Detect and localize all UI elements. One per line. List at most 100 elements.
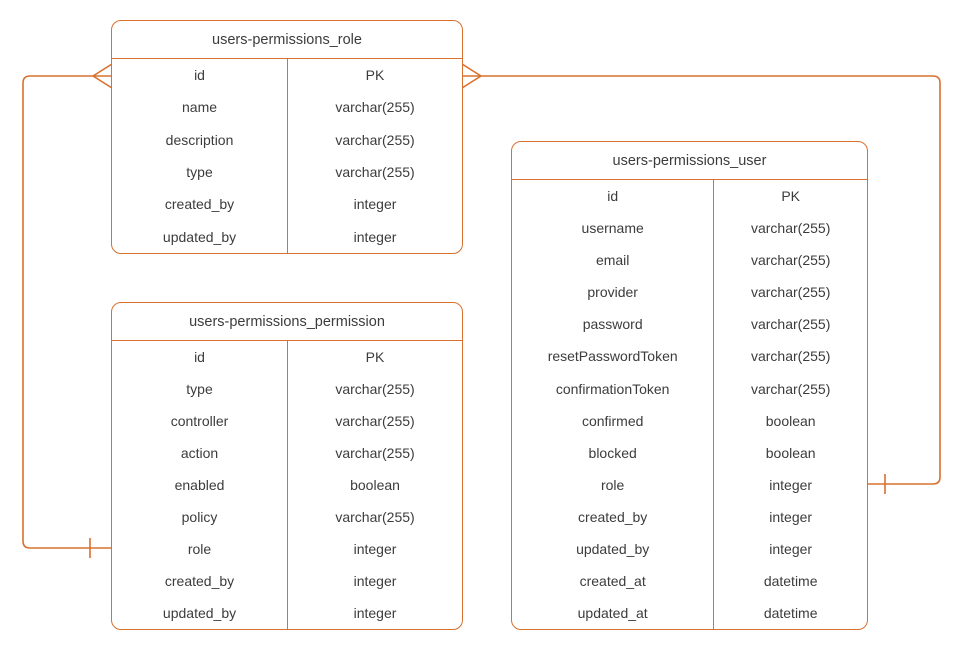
field-type: PK	[781, 188, 801, 205]
role-id-crowsfoot-many-icon	[92, 63, 113, 89]
table-row: updated_by integer	[512, 532, 867, 565]
field-type: varchar(255)	[750, 380, 831, 397]
field-type: varchar(255)	[750, 348, 831, 365]
field-type: datetime	[763, 572, 818, 589]
table-row: username varchar(255)	[512, 212, 867, 245]
field-name: username	[512, 212, 715, 245]
field-name: id	[112, 59, 289, 92]
table-row: role integer	[112, 533, 462, 565]
relationship-role-permission	[22, 63, 113, 558]
table-row: confirmed boolean	[512, 404, 867, 437]
field-name: updated_by	[112, 220, 289, 253]
field-name: action	[112, 437, 289, 469]
field-type: varchar(255)	[750, 316, 831, 333]
field-name: blocked	[512, 436, 715, 469]
table-row: created_by integer	[112, 188, 462, 221]
field-name: created_at	[512, 564, 715, 598]
field-name: created_by	[512, 500, 715, 533]
entity-title: users-permissions_permission	[112, 303, 462, 341]
field-type: varchar(255)	[335, 99, 415, 116]
entity-users-permissions-permission: users-permissions_permission id PK type var…	[111, 302, 463, 630]
field-type: PK	[365, 67, 385, 84]
field-name: role	[512, 468, 715, 501]
role-permission-connector-line	[22, 75, 112, 549]
table-row: updated_by integer	[112, 220, 462, 253]
field-type: varchar(255)	[335, 413, 415, 429]
field-type: integer	[769, 540, 813, 557]
field-type: boolean	[765, 412, 816, 429]
field-name: password	[512, 308, 715, 341]
table-row: updated_by integer	[112, 597, 462, 629]
table-row: provider varchar(255)	[512, 276, 867, 309]
relationship-role-user	[461, 63, 941, 494]
table-row: controller varchar(255)	[112, 405, 462, 437]
field-type: integer	[353, 196, 397, 213]
entity-title: users-permissions_role	[112, 21, 462, 59]
field-name: confirmationToken	[512, 372, 715, 405]
field-name: name	[112, 91, 289, 124]
table-row: email varchar(255)	[512, 244, 867, 277]
field-name: provider	[512, 276, 715, 309]
field-type: integer	[769, 508, 813, 525]
field-type: boolean	[350, 477, 400, 493]
field-name: controller	[112, 405, 289, 437]
field-name: description	[112, 123, 289, 156]
field-type: integer	[769, 476, 813, 493]
table-row: id PK	[112, 341, 462, 373]
table-row: updated_at datetime	[512, 597, 867, 630]
role-id-crowsfoot-many-icon	[461, 63, 482, 89]
field-type: PK	[365, 349, 385, 365]
table-row: resetPasswordToken varchar(255)	[512, 340, 867, 373]
table-row: confirmationToken varchar(255)	[512, 372, 867, 405]
field-name: created_by	[112, 565, 289, 597]
field-name: type	[112, 373, 289, 405]
table-row: blocked boolean	[512, 436, 867, 469]
table-row: id PK	[512, 180, 867, 213]
entity-field-list: id PK username varchar(255) email varchar(255…	[512, 180, 867, 630]
field-type: integer	[353, 228, 397, 245]
table-row: password varchar(255)	[512, 308, 867, 341]
field-name: updated_by	[112, 597, 289, 629]
field-type: varchar(255)	[335, 445, 415, 461]
field-type: varchar(255)	[335, 381, 415, 397]
field-name: updated_at	[512, 597, 715, 630]
field-type: varchar(255)	[750, 252, 831, 269]
field-name: id	[112, 341, 289, 373]
table-row: created_at datetime	[512, 564, 867, 598]
field-type: varchar(255)	[750, 220, 831, 237]
field-name: type	[112, 155, 289, 189]
table-row: type varchar(255)	[112, 155, 462, 189]
table-row: type varchar(255)	[112, 373, 462, 405]
field-name: confirmed	[512, 404, 715, 437]
field-name: role	[112, 533, 289, 565]
field-name: id	[512, 180, 715, 213]
field-name: updated_by	[512, 532, 715, 565]
field-name: policy	[112, 501, 289, 533]
table-row: role integer	[512, 468, 867, 501]
field-type: boolean	[765, 444, 816, 461]
table-row: name varchar(255)	[112, 91, 462, 124]
table-row: action varchar(255)	[112, 437, 462, 469]
field-type: varchar(255)	[335, 509, 415, 525]
field-type: integer	[353, 541, 397, 557]
field-name: resetPasswordToken	[512, 340, 715, 373]
field-type: varchar(255)	[335, 131, 415, 148]
field-type: integer	[353, 573, 397, 589]
field-type: varchar(255)	[750, 284, 831, 301]
field-type: varchar(255)	[335, 164, 415, 181]
role-user-connector-line	[462, 75, 941, 485]
field-type: integer	[353, 605, 397, 621]
table-row: created_by integer	[112, 565, 462, 597]
table-row: id PK	[112, 59, 462, 92]
field-name: created_by	[112, 188, 289, 221]
table-row: policy varchar(255)	[112, 501, 462, 533]
entity-field-list: id PK type varchar(255) controller varchar(25…	[112, 341, 462, 629]
entity-field-list: id PK name varchar(255) description varchar(2…	[112, 59, 462, 253]
field-name: email	[512, 244, 715, 277]
table-row: description varchar(255)	[112, 123, 462, 156]
field-type: datetime	[763, 605, 818, 622]
